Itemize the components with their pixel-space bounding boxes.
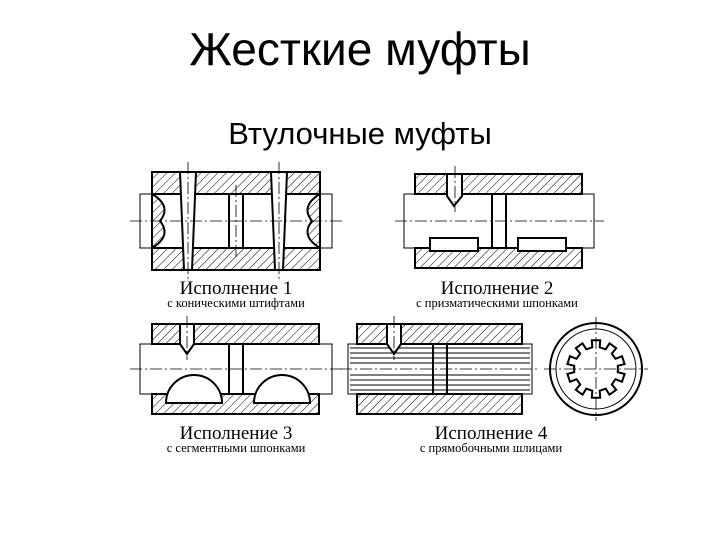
variant-3-drawing (130, 316, 342, 415)
variant-2-title: Исполнение 2 (441, 278, 554, 299)
variant-4-title: Исполнение 4 (435, 423, 548, 444)
spline-lines (350, 347, 530, 391)
variant-3-caption: с сегментными шпонками (167, 441, 306, 455)
slide-subtitle: Втулочные муфты (228, 116, 492, 151)
slide-title: Жесткие муфты (189, 23, 531, 75)
variant-3-title: Исполнение 3 (180, 423, 293, 444)
variant-1-title: Исполнение 1 (180, 278, 293, 299)
variant-1-caption: с коническими штифтами (167, 296, 305, 310)
variant-4-caption: с прямобочными шлицами (420, 441, 563, 455)
spline-cross-section (544, 317, 648, 421)
variant-1-drawing (130, 162, 342, 280)
variant-2-caption: с призматическими шпонками (416, 296, 578, 310)
variant-2-drawing (395, 166, 604, 269)
variant-4-drawing (340, 316, 540, 415)
